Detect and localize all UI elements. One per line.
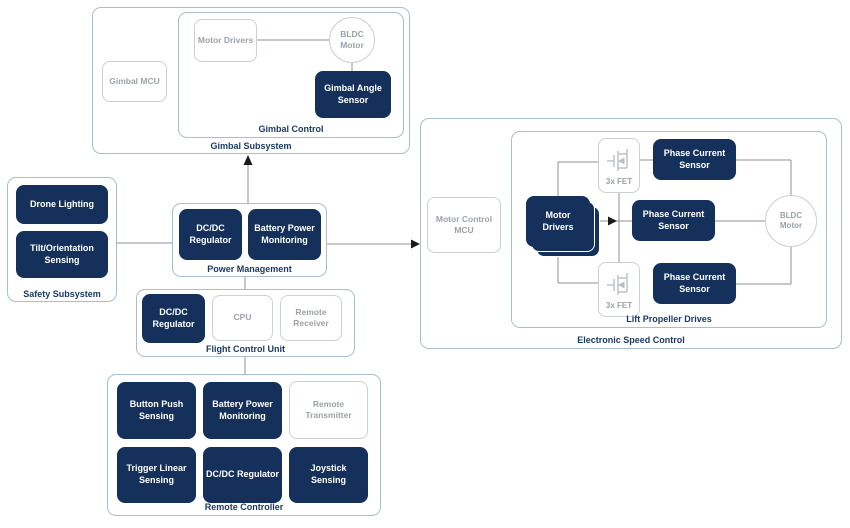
lift-propeller-drives-label: Lift Propeller Drives <box>626 314 712 324</box>
node-fcu-remote-receiver: Remote Receiver <box>280 295 342 341</box>
node-pm-battery-monitoring: Battery Power Monitoring <box>248 209 321 260</box>
electronic-speed-control-label: Electronic Speed Control <box>577 335 685 345</box>
node-rc-button-push-sensing: Button Push Sensing <box>117 382 196 439</box>
node-phase-current-sensor-bottom: Phase Current Sensor <box>653 263 736 304</box>
node-fet-bottom: 3x FET <box>598 262 640 317</box>
node-rc-battery-monitoring: Battery Power Monitoring <box>203 382 282 439</box>
gimbal-subsystem-label: Gimbal Subsystem <box>210 141 292 151</box>
fet-top-label: 3x FET <box>605 176 633 186</box>
node-gimbal-bldc-motor: BLDC Motor <box>329 17 375 63</box>
node-phase-current-sensor-mid: Phase Current Sensor <box>632 200 715 241</box>
remote-controller-label: Remote Controller <box>204 502 284 512</box>
node-rc-dcdc-regulator: DC/DC Regulator <box>203 447 282 503</box>
node-gimbal-mcu: Gimbal MCU <box>102 61 167 102</box>
node-rc-remote-transmitter: Remote Transmitter <box>289 381 368 439</box>
node-tilt-orientation-sensing: Tilt/Orientation Sensing <box>16 231 108 278</box>
node-fcu-cpu: CPU <box>212 295 273 341</box>
node-fcu-dcdc-regulator: DC/DC Regulator <box>142 294 205 343</box>
mosfet-icon <box>606 147 632 175</box>
node-motor-drivers: Motor Drivers <box>526 196 590 247</box>
node-fet-top: 3x FET <box>598 138 640 193</box>
flight-control-unit-label: Flight Control Unit <box>206 344 285 354</box>
mosfet-icon <box>606 271 632 299</box>
power-management-label: Power Management <box>207 264 292 274</box>
safety-subsystem-label: Safety Subsystem <box>23 289 101 299</box>
gimbal-control-label: Gimbal Control <box>258 124 324 134</box>
node-esc-bldc-motor: BLDC Motor <box>765 195 817 247</box>
node-gimbal-angle-sensor: Gimbal Angle Sensor <box>315 71 391 118</box>
fet-bottom-label: 3x FET <box>605 300 633 310</box>
node-drone-lighting: Drone Lighting <box>16 185 108 224</box>
node-pm-dcdc-regulator: DC/DC Regulator <box>179 209 242 260</box>
node-phase-current-sensor-top: Phase Current Sensor <box>653 139 736 180</box>
node-rc-trigger-linear-sensing: Trigger Linear Sensing <box>117 447 196 503</box>
node-motor-control-mcu: Motor Control MCU <box>427 197 501 253</box>
node-rc-joystick-sensing: Joystick Sensing <box>289 447 368 503</box>
node-gimbal-motor-drivers: Motor Drivers <box>194 19 257 62</box>
